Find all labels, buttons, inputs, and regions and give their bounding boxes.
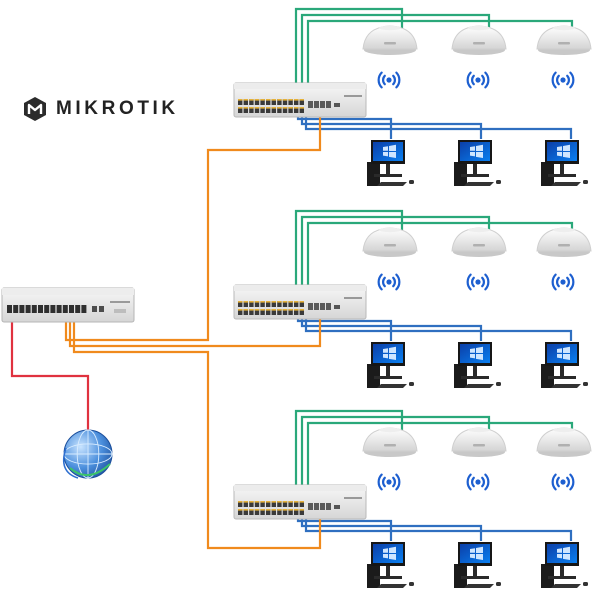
- access-group: [233, 227, 592, 388]
- internet-globe-icon: [62, 429, 113, 479]
- mikrotik-logo-icon: [24, 97, 46, 121]
- uplink-cable: [72, 322, 322, 550]
- access-group: [233, 25, 592, 186]
- access-point-icon: [362, 427, 418, 457]
- ap-cable: [300, 13, 491, 105]
- workstation-icon: [541, 342, 588, 388]
- switch-icon[interactable]: [233, 284, 367, 320]
- workstation-icon: [454, 542, 501, 588]
- wifi-signal-icon: [551, 473, 575, 491]
- access-point-icon: [451, 227, 507, 257]
- workstation-icon: [367, 542, 414, 588]
- workstation-icon: [454, 342, 501, 388]
- switch-icon[interactable]: [233, 484, 367, 520]
- wifi-signal-icon: [377, 71, 401, 89]
- brand-logo: MIKROTIK: [22, 96, 179, 122]
- workstation-icon: [541, 542, 588, 588]
- access-groups: [233, 25, 592, 588]
- access-point-icon: [536, 427, 592, 457]
- wifi-signal-icon: [466, 71, 490, 89]
- wifi-signal-icon: [466, 473, 490, 491]
- wifi-signal-icon: [551, 273, 575, 291]
- access-point-icon: [536, 25, 592, 55]
- wifi-signal-icon: [377, 473, 401, 491]
- brand-name: MIKROTIK: [56, 98, 179, 119]
- access-point-icon: [536, 227, 592, 257]
- access-point-icon: [362, 25, 418, 55]
- access-point-icon: [362, 227, 418, 257]
- access-point-icon: [451, 25, 507, 55]
- access-group: [233, 427, 592, 588]
- uplink-cable: [68, 313, 322, 348]
- switch-icon[interactable]: [233, 82, 367, 118]
- wifi-signal-icon: [551, 71, 575, 89]
- workstation-icon: [367, 140, 414, 186]
- ap-cable: [300, 415, 491, 507]
- workstation-icon: [541, 140, 588, 186]
- workstation-icon: [367, 342, 414, 388]
- workstation-icon: [454, 140, 501, 186]
- ap-cable: [300, 215, 491, 307]
- core-router[interactable]: [1, 287, 135, 323]
- wifi-signal-icon: [466, 273, 490, 291]
- wan-cable: [10, 320, 90, 432]
- access-point-icon: [451, 427, 507, 457]
- wifi-signal-icon: [377, 273, 401, 291]
- uplink-cable: [64, 111, 322, 342]
